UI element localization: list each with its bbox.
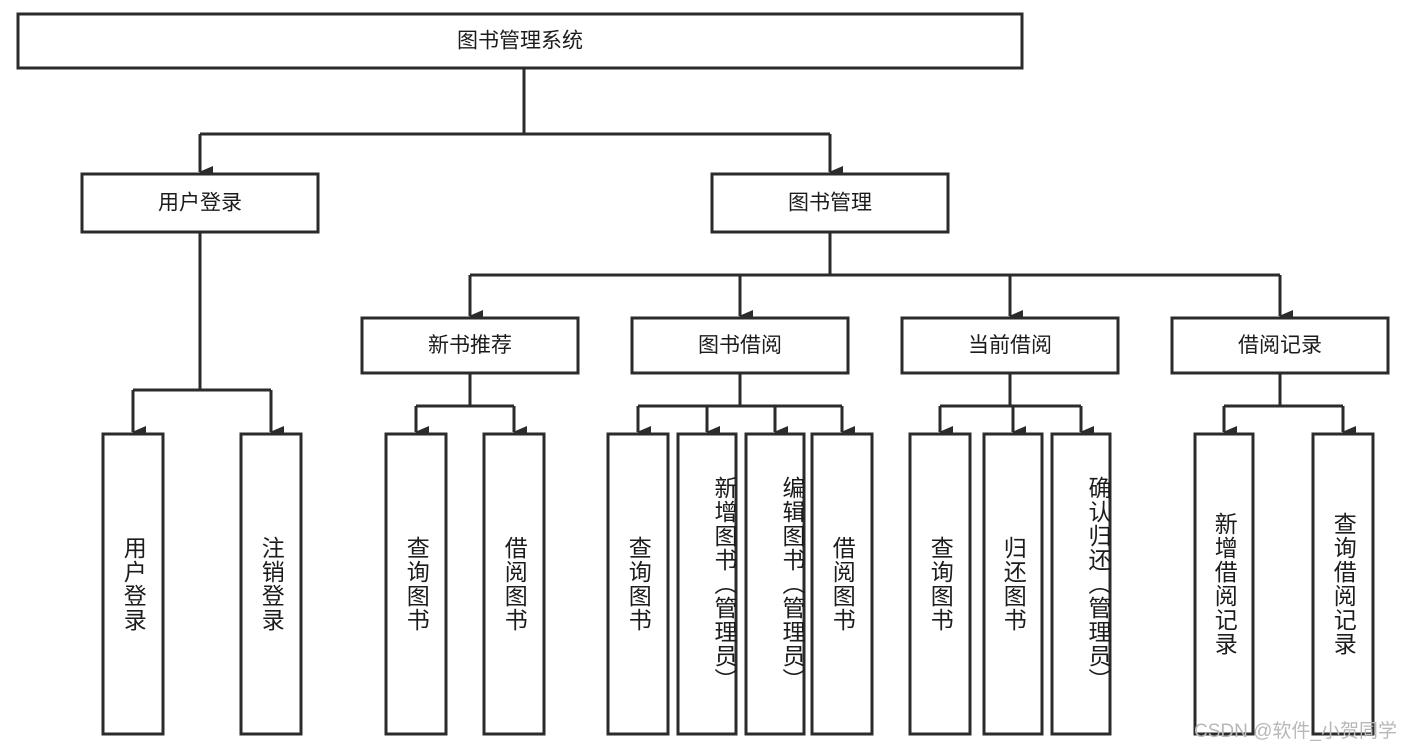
node-box xyxy=(908,432,972,736)
connector-record-to-leaves xyxy=(1222,373,1356,438)
connector-root-to-level1 xyxy=(198,68,843,178)
node-leaf-10[interactable] xyxy=(1050,432,1112,736)
node-label-新书推荐: 新书推荐 xyxy=(428,334,512,357)
node-box xyxy=(606,432,670,736)
node-box xyxy=(630,316,850,375)
watermark-text: CSDN @软件_小贺同学 xyxy=(1194,721,1397,742)
node-leaf-8[interactable] xyxy=(908,432,972,736)
node-box xyxy=(384,432,448,736)
node-box xyxy=(360,316,580,375)
node-box xyxy=(16,12,1024,70)
node-level2-3[interactable]: 借阅记录 xyxy=(1170,316,1390,375)
node-box xyxy=(900,316,1120,375)
node-label-借阅记录: 借阅记录 xyxy=(1238,334,1322,357)
node-label-当前借阅: 当前借阅 xyxy=(968,334,1052,357)
node-box xyxy=(676,432,738,736)
node-root-0[interactable]: 图书管理系统 xyxy=(16,12,1024,70)
node-box xyxy=(80,172,320,234)
node-box xyxy=(1311,432,1375,736)
connector-borrow-to-leaves xyxy=(636,373,855,438)
node-leaf-0[interactable] xyxy=(101,432,165,736)
node-box xyxy=(982,432,1044,736)
node-box xyxy=(482,432,546,736)
node-leaf-3[interactable] xyxy=(482,432,546,736)
node-label-图书借阅: 图书借阅 xyxy=(698,334,782,357)
node-label-图书管理: 图书管理 xyxy=(788,192,872,215)
node-box xyxy=(239,432,303,736)
node-label-用户登录: 用户登录 xyxy=(158,192,242,215)
connector-newbook-to-leaves xyxy=(414,373,527,438)
node-box xyxy=(1050,432,1112,736)
node-leaf-2[interactable] xyxy=(384,432,448,736)
node-leaf-5[interactable] xyxy=(676,432,738,736)
node-label-图书管理系统: 图书管理系统 xyxy=(457,30,583,53)
connector-current-to-leaves xyxy=(938,373,1094,438)
node-leaf-11[interactable] xyxy=(1193,432,1255,736)
node-leaf-9[interactable] xyxy=(982,432,1044,736)
node-level2-2[interactable]: 当前借阅 xyxy=(900,316,1120,375)
node-leaf-7[interactable] xyxy=(810,432,874,736)
node-box xyxy=(1193,432,1255,736)
node-leaf-4[interactable] xyxy=(606,432,670,736)
node-box xyxy=(1170,316,1390,375)
node-leaf-12[interactable] xyxy=(1311,432,1375,736)
connector-manage-to-level2 xyxy=(468,232,1293,322)
node-leaf-6[interactable] xyxy=(744,432,806,736)
node-box xyxy=(810,432,874,736)
node-box xyxy=(101,432,165,736)
connector-lines xyxy=(131,68,1356,438)
node-box xyxy=(710,172,950,234)
node-leaf-1[interactable] xyxy=(239,432,303,736)
node-level1-1[interactable]: 图书管理 xyxy=(710,172,950,234)
connector-login-to-leaves xyxy=(131,232,284,438)
node-box xyxy=(744,432,806,736)
node-level1-0[interactable]: 用户登录 xyxy=(80,172,320,234)
node-level2-1[interactable]: 图书借阅 xyxy=(630,316,850,375)
node-level2-0[interactable]: 新书推荐 xyxy=(360,316,580,375)
